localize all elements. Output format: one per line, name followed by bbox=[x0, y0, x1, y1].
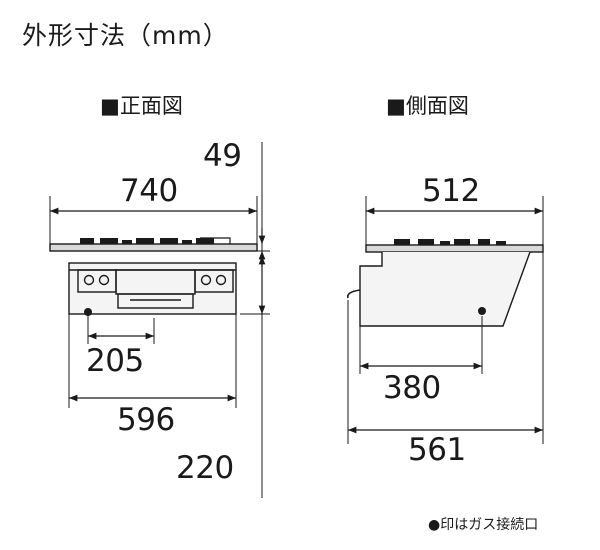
front-grill-drawer bbox=[117, 293, 194, 309]
dim-label-561: 561 bbox=[408, 432, 466, 468]
dim-label-220: 220 bbox=[176, 450, 234, 486]
front-body bbox=[68, 262, 237, 315]
dim-label-740: 740 bbox=[120, 173, 178, 209]
side-trivets bbox=[394, 239, 506, 245]
gas-connection-note: ●印はガス接続口 bbox=[428, 517, 539, 533]
side-view-drawing bbox=[346, 196, 544, 444]
side-view-label: ■側面図 bbox=[386, 94, 469, 118]
page-title: 外形寸法（mm） bbox=[22, 21, 229, 50]
front-view-drawing bbox=[49, 142, 270, 498]
side-gas-inlet bbox=[478, 307, 486, 315]
dim-label-49: 49 bbox=[203, 138, 242, 174]
side-top-plate bbox=[365, 244, 544, 253]
dim-label-380: 380 bbox=[383, 370, 441, 406]
front-gas-inlet bbox=[84, 308, 92, 316]
front-view-label: ■正面図 bbox=[100, 94, 183, 118]
front-trivets bbox=[80, 238, 214, 244]
dim-label-205: 205 bbox=[86, 343, 144, 379]
side-body bbox=[359, 251, 531, 327]
dim-label-512: 512 bbox=[422, 173, 480, 209]
front-top-plate bbox=[49, 243, 258, 252]
dim-label-596: 596 bbox=[117, 402, 175, 438]
